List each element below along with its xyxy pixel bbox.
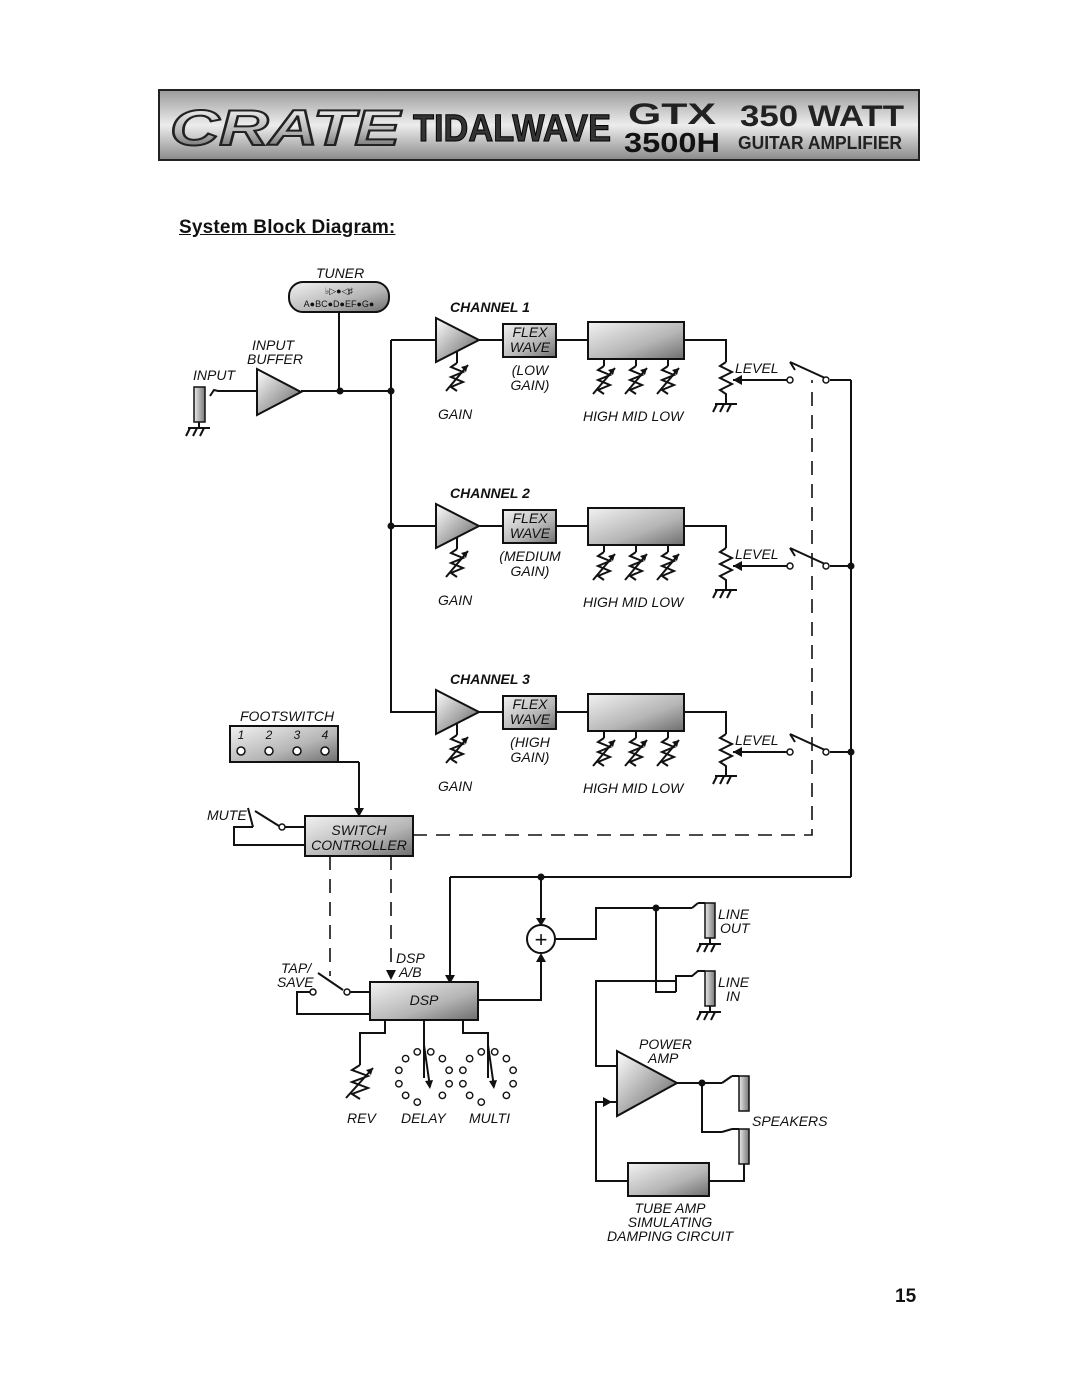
svg-text:TUBE AMP: TUBE AMP [634, 1200, 706, 1216]
flexwave-label: FLEX [512, 324, 548, 340]
gain-label: GAIN [438, 406, 473, 422]
tuner: TUNER ♭▷●◁♯ A●BC●D●EF●G● [288, 265, 390, 391]
svg-text:SIMULATING: SIMULATING [628, 1214, 713, 1230]
svg-text:IN: IN [726, 988, 741, 1004]
level-label: LEVEL [735, 360, 779, 376]
header-banner: CRATE TIDALWAVE GTX 3500H 350 WATT GUITA… [158, 89, 920, 161]
svg-text:1: 1 [238, 728, 245, 742]
flexwave-label: FLEX [512, 696, 548, 712]
svg-text:MULTI: MULTI [469, 1110, 510, 1126]
flexwave-label: FLEX [512, 510, 548, 526]
switch-controller: SWITCH CONTROLLER [304, 815, 414, 980]
eq-label: HIGH MID LOW [583, 408, 685, 424]
footswitch: FOOTSWITCH 1 2 3 4 [229, 708, 364, 817]
tuner-label: TUNER [316, 265, 364, 281]
model-bottom-text: 3500H [624, 127, 720, 158]
level-label: LEVEL [735, 732, 779, 748]
delay-rotary-switch: DELAY [394, 1044, 454, 1126]
series-logo-text: TIDALWAVE [413, 108, 611, 150]
preamp-triangle [435, 688, 482, 736]
svg-text:REV: REV [347, 1110, 377, 1126]
line-in-jack: LINE IN [595, 970, 750, 1067]
svg-text:LINE: LINE [718, 974, 750, 990]
gain-range-label: GAIN) [511, 377, 550, 393]
gain-range-label: GAIN) [511, 749, 550, 765]
speakers-label: SPEAKERS [752, 1113, 828, 1129]
gain-range-label: (LOW [512, 362, 550, 378]
svg-text:BUFFER: BUFFER [247, 351, 303, 367]
summing-junction: + [526, 904, 692, 993]
eq-label: HIGH MID LOW [583, 594, 685, 610]
page-number: 15 [895, 1286, 917, 1307]
channel-title: CHANNEL 3 [450, 671, 530, 687]
flexwave-label: WAVE [510, 525, 551, 541]
svg-text:DAMPING CIRCUIT: DAMPING CIRCUIT [607, 1228, 734, 1244]
gain-range-label: (HIGH [510, 734, 551, 750]
tube-amp-damping-circuit: TUBE AMP SIMULATING DAMPING CIRCUIT [607, 1162, 734, 1244]
input-label: INPUT [193, 367, 236, 383]
svg-text:LINE: LINE [718, 906, 750, 922]
svg-text:SAVE: SAVE [277, 974, 314, 990]
svg-text:3: 3 [294, 728, 301, 742]
channel-title: CHANNEL 1 [450, 299, 530, 315]
input-buffer: INPUT BUFFER [247, 337, 395, 417]
svg-text:TAP/: TAP/ [281, 960, 313, 976]
page-title: System Block Diagram: [179, 217, 396, 238]
dsp-block: DSP [359, 953, 546, 1078]
mute-switch: MUTE [207, 807, 305, 846]
speakers: SPEAKERS [709, 1075, 828, 1182]
svg-text:POWER: POWER [639, 1036, 692, 1052]
level-label: LEVEL [735, 546, 779, 562]
input-jack: INPUT [185, 367, 257, 437]
flexwave-box [502, 509, 557, 544]
svg-text:OUT: OUT [720, 920, 751, 936]
preamp-triangle [435, 502, 482, 550]
gain-label: GAIN [438, 778, 473, 794]
mute-label: MUTE [207, 807, 247, 823]
eq-box [587, 693, 685, 732]
eq-box [587, 507, 685, 546]
flexwave-label: WAVE [510, 711, 551, 727]
flexwave-box [502, 695, 557, 730]
tuner-symbols: ♭▷●◁♯ [325, 286, 354, 296]
wattage-text: 350 WATT [740, 100, 904, 133]
svg-text:A/B: A/B [398, 964, 422, 980]
brand-logo-text: CRATE [170, 100, 402, 156]
svg-text:INPUT: INPUT [252, 337, 295, 353]
flexwave-box [502, 323, 557, 358]
rev-pot: REV [345, 1064, 377, 1126]
svg-text:4: 4 [322, 728, 329, 742]
eq-label: HIGH MID LOW [583, 780, 685, 796]
svg-text:AMP: AMP [647, 1050, 679, 1066]
gain-range-label: (MEDIUM [499, 548, 561, 564]
gain-label: GAIN [438, 592, 473, 608]
svg-text:CONTROLLER: CONTROLLER [311, 837, 407, 853]
multi-rotary-switch: MULTI [458, 1044, 518, 1126]
product-type-text: GUITAR AMPLIFIER [738, 133, 902, 153]
svg-text:DSP: DSP [410, 992, 439, 1008]
gain-range-label: GAIN) [511, 563, 550, 579]
svg-text:+: + [535, 927, 548, 952]
model-top-text: GTX [628, 98, 716, 131]
eq-box [587, 321, 685, 360]
tuner-notes: A●BC●D●EF●G● [304, 299, 375, 309]
svg-text:DELAY: DELAY [401, 1110, 448, 1126]
svg-text:SWITCH: SWITCH [331, 822, 387, 838]
preamp-triangle [435, 316, 482, 364]
power-amp: POWER AMP [595, 1036, 722, 1182]
flexwave-label: WAVE [510, 339, 551, 355]
tap-save-switch: TAP/ SAVE [277, 960, 370, 1015]
footswitch-label: FOOTSWITCH [240, 708, 335, 724]
svg-text:2: 2 [265, 728, 273, 742]
svg-text:DSP: DSP [396, 950, 425, 966]
line-out-jack: LINE OUT [691, 902, 751, 953]
channel-title: CHANNEL 2 [450, 485, 530, 501]
